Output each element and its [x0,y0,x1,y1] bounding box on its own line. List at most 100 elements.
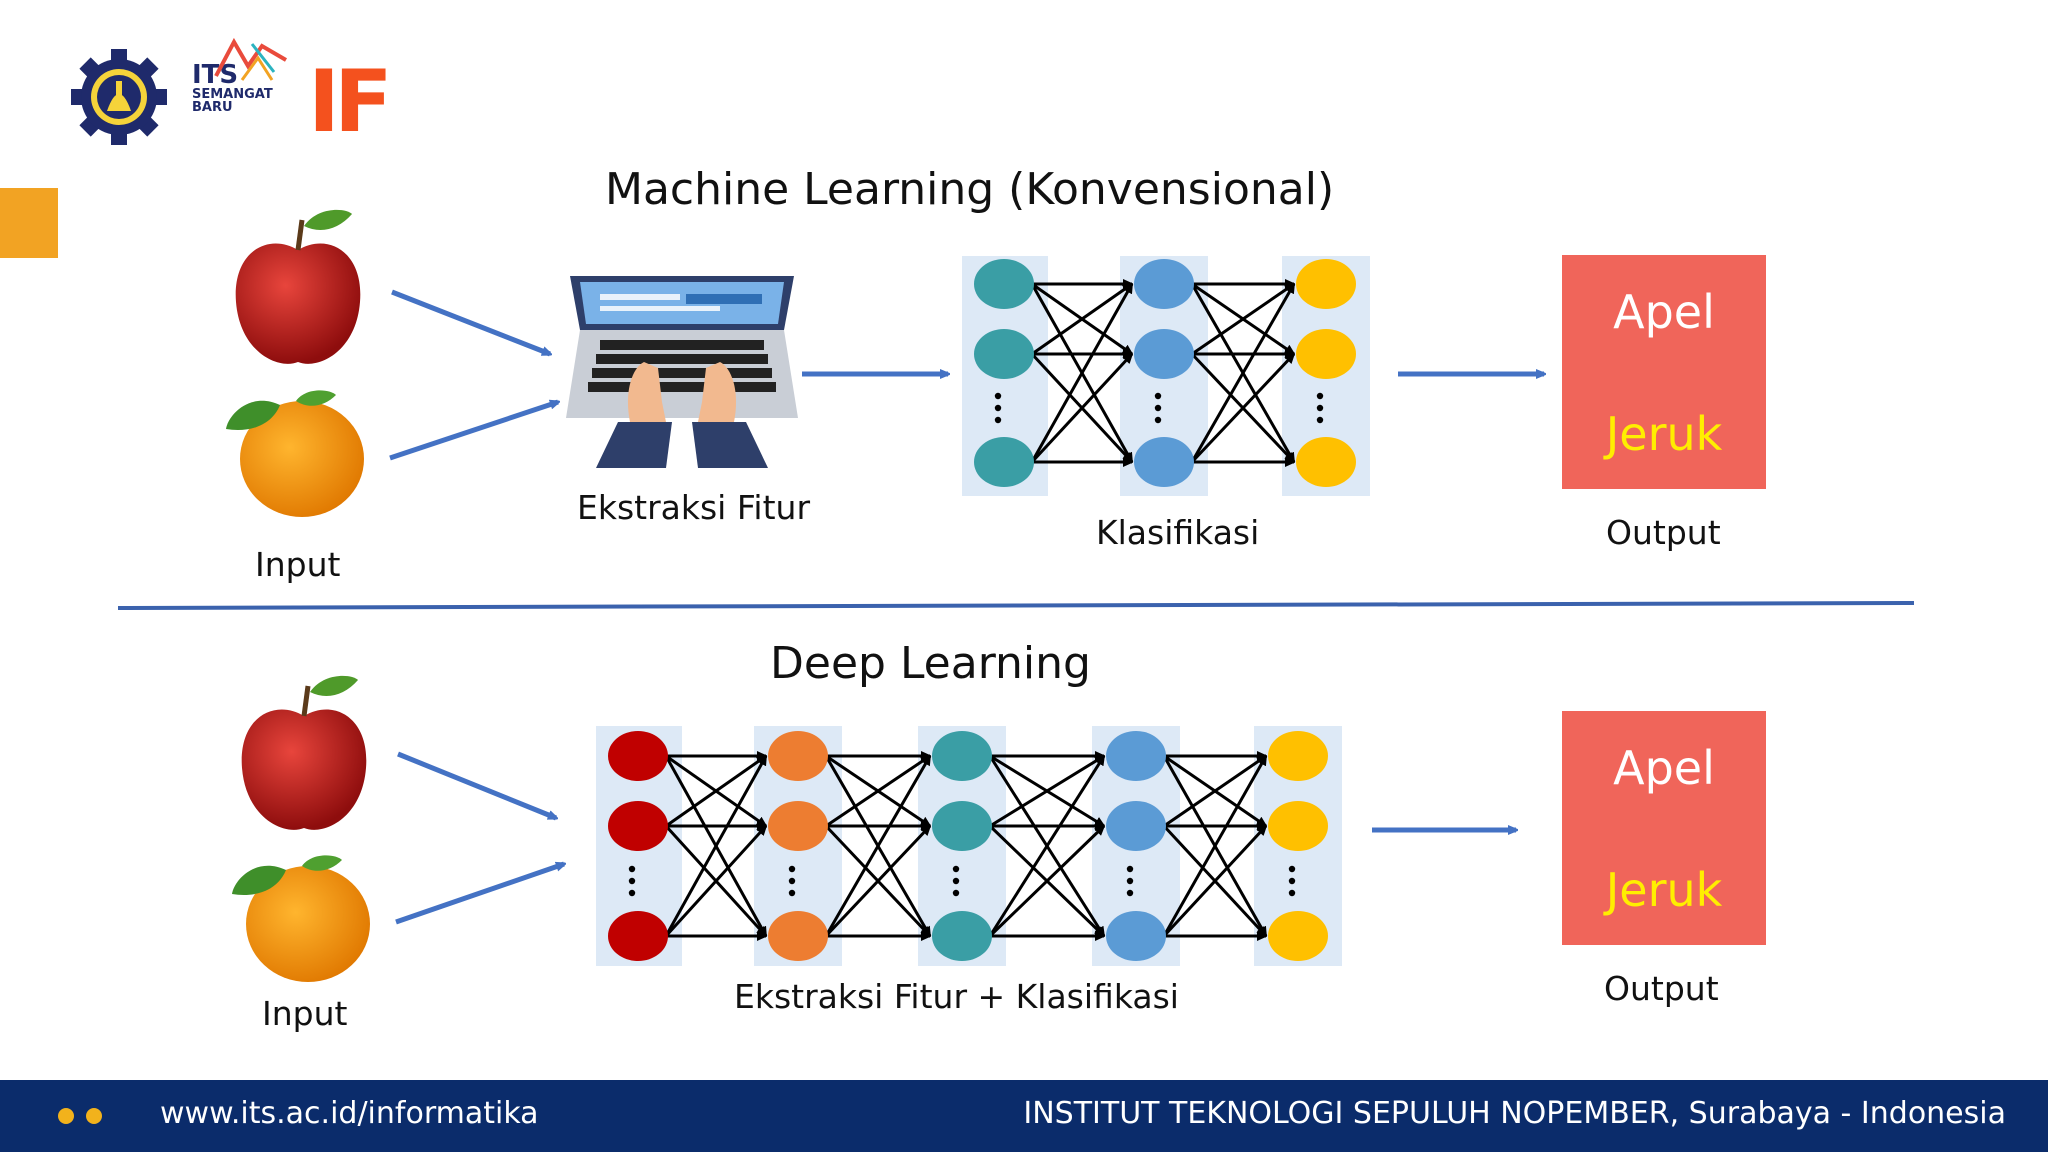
dl-arrow-apple [397,751,556,821]
dl-ellipsis-dot [1126,865,1134,873]
dl-connection [824,756,932,937]
dl-ellipsis-dot [628,877,636,885]
dl-output-label: Output [1604,969,1719,1008]
ml-output-box: Apel Jeruk [1562,255,1766,489]
footer-institution: INSTITUT TEKNOLOGI SEPULUH NOPEMBER, Sur… [1023,1096,2006,1131]
ml-node [974,259,1034,309]
footer-bar: www.its.ac.id/informatika INSTITUT TEKNO… [0,1080,2048,1152]
ml-arrows [117,289,1915,925]
ml-node [1134,437,1194,487]
dl-connection [1163,754,1266,828]
dl-connection [988,756,1106,937]
orange-icon [226,390,364,517]
dl-ellipsis-dot [952,889,960,897]
apple-icon [241,675,367,830]
dl-node [768,911,828,961]
dl-node [932,731,992,781]
dl-network-label: Ekstraksi Fitur + Klasifikasi [734,977,1179,1016]
dl-node [932,801,992,851]
dl-connection [824,826,930,938]
dl-output-box: Apel Jeruk [1562,711,1766,945]
ml-output-label: Output [1606,513,1721,552]
ml-node [1296,329,1356,379]
dl-output-apel: Apel [1613,741,1715,795]
dl-connection [664,756,768,937]
dl-ellipsis-dot [1126,877,1134,885]
ml-title: Machine Learning (Konvensional) [605,164,1335,215]
ml-ellipsis-dot [994,416,1002,424]
ml-arrow-apple [391,289,550,357]
dl-title: Deep Learning [770,638,1091,689]
dl-ellipsis-dot [1288,865,1296,873]
ml-arrow-orange [389,399,558,461]
its-gear-emblem-icon [71,49,167,145]
dl-node [1268,801,1328,851]
dl-ellipsis-dot [1288,889,1296,897]
ml-connection [1191,282,1294,356]
ml-connection [1030,354,1132,464]
ml-ellipsis-dot [994,404,1002,412]
ml-connection [1031,282,1132,356]
dl-connection [665,754,766,828]
footer-dot-icon [86,1108,102,1124]
dl-node [608,911,668,961]
dl-ellipsis-dot [952,865,960,873]
dl-node [768,801,828,851]
ml-input-label: Input [255,545,341,584]
its-semangat-baru-logo: ITS SEMANGAT BARU [192,62,273,114]
dl-ellipsis-dot [1288,877,1296,885]
dl-node [768,731,828,781]
ml-connection [1190,354,1294,464]
dl-ellipsis-dot [788,865,796,873]
ml-node [974,329,1034,379]
section-divider [117,601,1915,610]
orange-icon [232,855,370,982]
dl-node [932,911,992,961]
dl-ellipsis-dot [628,865,636,873]
footer-url[interactable]: www.its.ac.id/informatika [160,1096,539,1131]
dl-ellipsis-dot [788,877,796,885]
ml-ellipsis-dot [1154,392,1162,400]
dl-node [608,731,668,781]
dl-connection [1162,826,1266,938]
if-logo: IF [308,52,393,152]
dl-connection [825,754,930,828]
dl-node [1106,731,1166,781]
dl-ellipsis-dot [788,889,796,897]
ml-node [1296,437,1356,487]
ml-classify-label: Klasifikasi [1096,513,1260,552]
dl-node [608,801,668,851]
dl-ellipsis-dot [952,877,960,885]
ml-feature-label: Ekstraksi Fitur [577,488,811,527]
dl-input-label: Input [262,994,348,1033]
ml-node [1134,329,1194,379]
dl-ellipsis-dot [628,889,636,897]
dl-connection [664,826,766,938]
dl-connection [989,754,1104,828]
its-semangat-text: SEMANGAT [192,87,273,102]
ml-classifier-network [962,256,1370,496]
ml-node [974,437,1034,487]
side-accent-tab [0,188,58,258]
footer-dot-icon [58,1108,74,1124]
dl-node [1268,731,1328,781]
dl-connection [988,826,1104,938]
ml-ellipsis-dot [1154,404,1162,412]
dl-node [1268,911,1328,961]
ml-output-apel: Apel [1613,285,1715,339]
ml-ellipsis-dot [994,392,1002,400]
ml-node [1296,259,1356,309]
ml-connection [1190,284,1296,463]
dl-node [1106,911,1166,961]
dl-arrow-orange [395,861,564,925]
its-bird-swoosh-icon [214,37,288,81]
ml-ellipsis-dot [1154,416,1162,424]
laptop-typing-icon [566,276,798,468]
dl-node [1106,801,1166,851]
dl-network [596,726,1342,966]
ml-output-jeruk: Jeruk [1605,407,1723,461]
ml-connection [1030,284,1134,463]
ml-ellipsis-dot [1316,404,1324,412]
ml-node [1134,259,1194,309]
